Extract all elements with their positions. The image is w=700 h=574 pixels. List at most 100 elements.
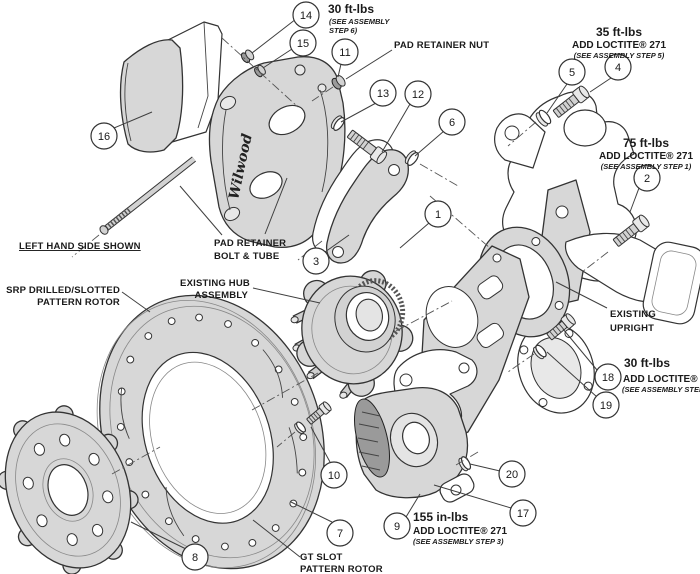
callout-7: 7 <box>326 519 354 547</box>
label-side-note: LEFT HAND SIDE SHOWN <box>19 241 141 252</box>
callout-17: 17 <box>509 499 537 527</box>
svg-text:18: 18 <box>602 372 614 384</box>
washer-19 <box>533 344 547 360</box>
caliper-bridge-bracket <box>312 139 409 264</box>
svg-text:PATTERN ROTOR: PATTERN ROTOR <box>37 297 120 308</box>
torque-note-step6: 30 ft-lbs (SEE ASSEMBLY STEP 6) <box>328 2 390 35</box>
svg-text:30 ft-lbs: 30 ft-lbs <box>624 356 670 370</box>
svg-text:14: 14 <box>300 10 312 22</box>
svg-text:17: 17 <box>517 508 529 520</box>
svg-text:ADD LOCTITE® 271: ADD LOCTITE® 271 <box>572 40 666 51</box>
callout-6: 6 <box>438 108 466 136</box>
nut-14 <box>240 49 255 64</box>
bolt-4 <box>552 85 590 118</box>
callout-20: 20 <box>498 460 526 488</box>
svg-text:BOLT & TUBE: BOLT & TUBE <box>214 251 279 262</box>
label-pad-retainer-bolt: PAD RETAINER BOLT & TUBE <box>214 238 286 262</box>
svg-text:(SEE ASSEMBLY STEP 5): (SEE ASSEMBLY STEP 5) <box>574 51 665 60</box>
svg-text:11: 11 <box>339 47 350 59</box>
svg-text:1: 1 <box>435 209 441 221</box>
svg-text:9: 9 <box>394 521 400 533</box>
svg-text:(SEE ASSEMBLY: (SEE ASSEMBLY <box>329 17 390 26</box>
washer-10 <box>294 421 307 435</box>
svg-text:16: 16 <box>98 131 110 143</box>
svg-text:3: 3 <box>313 256 319 268</box>
svg-text:30 ft-lbs: 30 ft-lbs <box>328 2 374 16</box>
svg-text:PATTERN ROTOR: PATTERN ROTOR <box>300 564 383 574</box>
washer-5 <box>535 109 552 127</box>
svg-text:ADD LOCTITE® 271: ADD LOCTITE® 271 <box>599 151 693 162</box>
callout-14: 14 <box>292 1 320 29</box>
washer-20 <box>458 456 472 472</box>
label-existing-hub: EXISTING HUB ASSEMBLY <box>180 278 250 301</box>
svg-text:(SEE ASSEMBLY STEP 3): (SEE ASSEMBLY STEP 3) <box>413 537 504 546</box>
label-existing-upright: EXISTING UPRIGHT <box>610 309 656 334</box>
leader-lines <box>113 18 640 558</box>
assembly-axes <box>71 37 609 475</box>
torque-note-step7: 30 ft-lbs ADD LOCTITE® 271 (SEE ASSEMBLY… <box>622 356 700 394</box>
pad-retainer-nut-part <box>331 75 346 90</box>
callout-2: 2 <box>633 164 661 192</box>
drilled-holes <box>116 313 308 551</box>
existing-hub-assembly <box>290 270 414 399</box>
label-pad-retainer-nut: PAD RETAINER NUT <box>394 40 489 51</box>
bolt-10 <box>306 401 332 425</box>
bolt-12 <box>347 129 388 165</box>
svg-text:5: 5 <box>569 67 575 79</box>
svg-text:10: 10 <box>328 470 340 482</box>
parking-brake-caliper <box>354 349 478 503</box>
callout-19: 19 <box>592 391 620 419</box>
svg-text:20: 20 <box>506 469 518 481</box>
svg-text:ASSEMBLY: ASSEMBLY <box>194 290 248 301</box>
callout-5: 5 <box>558 58 586 86</box>
callout-13: 13 <box>369 79 397 107</box>
washer-13 <box>330 115 345 131</box>
svg-text:SRP DRILLED/SLOTTED: SRP DRILLED/SLOTTED <box>6 285 120 296</box>
svg-text:2: 2 <box>644 173 650 185</box>
svg-text:75 ft-lbs: 75 ft-lbs <box>623 136 669 150</box>
abs-tone-ring <box>347 278 406 343</box>
svg-text:STEP 6): STEP 6) <box>329 26 358 35</box>
svg-text:GT SLOT: GT SLOT <box>300 552 343 563</box>
callout-18: 18 <box>594 363 622 391</box>
torque-note-step1: 75 ft-lbs ADD LOCTITE® 271 (SEE ASSEMBLY… <box>599 136 693 171</box>
svg-text:35 ft-lbs: 35 ft-lbs <box>596 25 642 39</box>
svg-text:15: 15 <box>297 38 309 50</box>
callouts: 1 2 3 4 5 6 7 8 9 10 11 12 13 14 15 16 1… <box>90 1 661 571</box>
callout-8: 8 <box>181 543 209 571</box>
torque-note-step3: 155 in-lbs ADD LOCTITE® 271 (SEE ASSEMBL… <box>413 510 507 546</box>
callout-15: 15 <box>289 29 317 57</box>
svg-text:19: 19 <box>600 400 612 412</box>
svg-text:EXISTING HUB: EXISTING HUB <box>180 278 250 289</box>
svg-text:UPRIGHT: UPRIGHT <box>610 323 654 334</box>
bolt-18 <box>546 313 576 341</box>
svg-text:13: 13 <box>377 88 389 100</box>
annotations: 30 ft-lbs (SEE ASSEMBLY STEP 6) 35 ft-lb… <box>6 2 700 574</box>
svg-text:(SEE ASSEMBLY STEP 1): (SEE ASSEMBLY STEP 1) <box>601 162 692 171</box>
bolt-2 <box>612 214 650 247</box>
svg-text:PAD RETAINER: PAD RETAINER <box>214 238 286 249</box>
callout-10: 10 <box>320 461 348 489</box>
wilwood-caliper: Wilwood <box>208 56 346 249</box>
srp-rotor <box>96 294 325 570</box>
callout-9: 9 <box>383 512 411 540</box>
label-srp-rotor: SRP DRILLED/SLOTTED PATTERN ROTOR <box>6 285 120 308</box>
callout-3: 3 <box>302 247 330 275</box>
callout-1: 1 <box>424 200 452 228</box>
gt-rotor-hat <box>0 405 139 574</box>
svg-text:(SEE ASSEMBLY STEP 7): (SEE ASSEMBLY STEP 7) <box>622 385 700 394</box>
callout-16: 16 <box>90 122 118 150</box>
svg-text:8: 8 <box>192 552 198 564</box>
label-gt-rotor: GT SLOT PATTERN ROTOR <box>300 552 383 574</box>
brake-pads <box>119 21 223 153</box>
svg-text:ADD LOCTITE® 271: ADD LOCTITE® 271 <box>623 374 700 385</box>
upright-bushing-pad <box>642 241 700 325</box>
svg-text:6: 6 <box>449 117 455 129</box>
svg-text:4: 4 <box>615 62 621 74</box>
torque-note-step5: 35 ft-lbs ADD LOCTITE® 271 (SEE ASSEMBLY… <box>572 25 666 60</box>
callout-4: 4 <box>604 53 632 81</box>
callout-11: 11 <box>331 38 359 66</box>
svg-text:155 in-lbs: 155 in-lbs <box>413 510 469 524</box>
